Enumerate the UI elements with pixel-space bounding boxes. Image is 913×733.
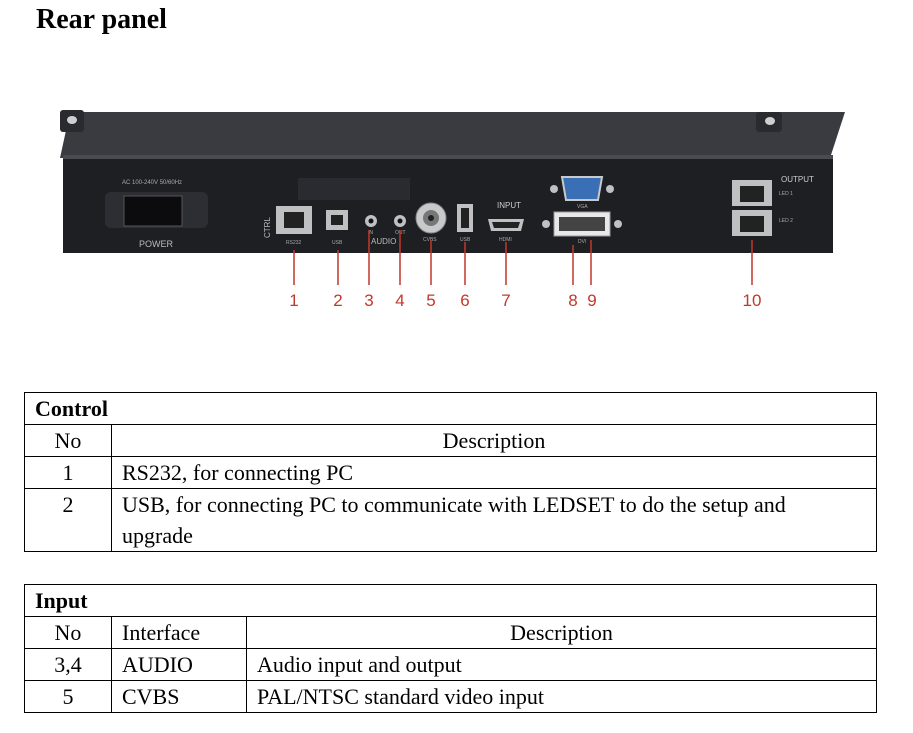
hdmi-port-hole — [492, 222, 520, 228]
cvbs-bnc-pin — [428, 215, 434, 221]
table-row: 3,4 AUDIO Audio input and output — [24, 648, 877, 681]
usb-b-port-hole — [331, 215, 343, 225]
table-row: 2 USB, for connecting PC to communicate … — [24, 488, 877, 552]
cell-interface: CVBS — [111, 680, 247, 713]
cell-description: USB, for connecting PC to communicate wi… — [111, 488, 877, 552]
audio-label: AUDIO — [371, 237, 396, 246]
usb-a-port-hole — [461, 208, 469, 228]
ctrl-label: CTRL — [263, 217, 272, 238]
dvi-screw-icon — [542, 220, 550, 228]
hdmi-label: HDMI — [499, 237, 512, 243]
page-title: Rear panel — [36, 4, 167, 35]
usb2-label: USB — [460, 237, 471, 243]
cell-description-line: USB, for connecting PC to communicate wi… — [122, 492, 786, 517]
output-label: OUTPUT — [781, 175, 814, 184]
input-label: INPUT — [497, 201, 521, 210]
callout-number: 3 — [364, 291, 373, 310]
input-table: Input No Interface Description 3,4 AUDIO… — [24, 584, 877, 713]
ac-label: AC 100-240V 50/60Hz — [122, 180, 182, 186]
led2-label: LED 2 — [779, 218, 793, 224]
cell-interface: AUDIO — [111, 648, 247, 681]
table-row: 5 CVBS PAL/NTSC standard video input — [24, 680, 877, 713]
cover-plate — [298, 178, 410, 200]
header-description: Description — [111, 424, 877, 457]
table-section-row: Input — [24, 584, 877, 617]
table-header-row: No Description — [24, 424, 877, 457]
cvbs-label: CVBS — [423, 237, 437, 243]
audio-out-jack-hole — [397, 218, 403, 224]
cell-description-line: upgrade — [122, 523, 193, 548]
callout-number: 1 — [289, 291, 298, 310]
callout-number: 9 — [587, 291, 596, 310]
cell-no: 1 — [24, 456, 112, 489]
callout-number: 6 — [460, 291, 469, 310]
cell-description: PAL/NTSC standard video input — [246, 680, 877, 713]
power-label: POWER — [139, 239, 174, 249]
callout-number: 5 — [426, 291, 435, 310]
cell-no: 3,4 — [24, 648, 112, 681]
rear-panel-illustration: AC 100-240V 50/60Hz POWER CTRL RS232 USB… — [60, 110, 845, 310]
cell-description: Audio input and output — [246, 648, 877, 681]
callout-number: 7 — [501, 291, 510, 310]
header-no: No — [24, 424, 112, 457]
callout-number: 8 — [568, 291, 577, 310]
header-description: Description — [246, 616, 877, 649]
in-label: IN — [368, 230, 373, 236]
led2-port-hole — [740, 216, 764, 232]
rack-hole-icon — [67, 116, 77, 124]
vga-screw-icon — [550, 185, 558, 193]
dvi-screw-icon — [614, 220, 622, 228]
vga-port-icon — [560, 176, 604, 201]
vga-screw-icon — [606, 185, 614, 193]
rs232-label: RS232 — [286, 240, 302, 246]
dvi-label: DVI — [578, 239, 586, 245]
callout-number: 10 — [743, 291, 762, 310]
table-header-row: No Interface Description — [24, 616, 877, 649]
cell-description: RS232, for connecting PC — [111, 456, 877, 489]
cell-no: 5 — [24, 680, 112, 713]
callout-lines — [293, 230, 753, 285]
rs232-port-hole — [284, 212, 304, 228]
header-interface: Interface — [111, 616, 247, 649]
table-section-row: Control — [24, 392, 877, 425]
chassis-edge — [63, 155, 833, 159]
power-socket-icon — [123, 195, 183, 227]
control-table: Control No Description 1 RS232, for conn… — [24, 392, 877, 552]
header-no: No — [24, 616, 112, 649]
led1-label: LED 1 — [779, 191, 793, 197]
dvi-port-hole — [559, 217, 605, 231]
callout-number: 2 — [333, 291, 342, 310]
cell-no: 2 — [24, 488, 112, 552]
chassis-top — [60, 112, 845, 158]
callout-number: 4 — [395, 291, 404, 310]
table-row: 1 RS232, for connecting PC — [24, 456, 877, 489]
section-title: Input — [24, 584, 877, 617]
section-title: Control — [24, 392, 877, 425]
rack-hole-icon — [765, 117, 775, 125]
audio-in-jack-hole — [368, 218, 374, 224]
usb1-label: USB — [332, 240, 343, 246]
vga-label: VGA — [577, 204, 588, 210]
led1-port-hole — [740, 186, 764, 202]
